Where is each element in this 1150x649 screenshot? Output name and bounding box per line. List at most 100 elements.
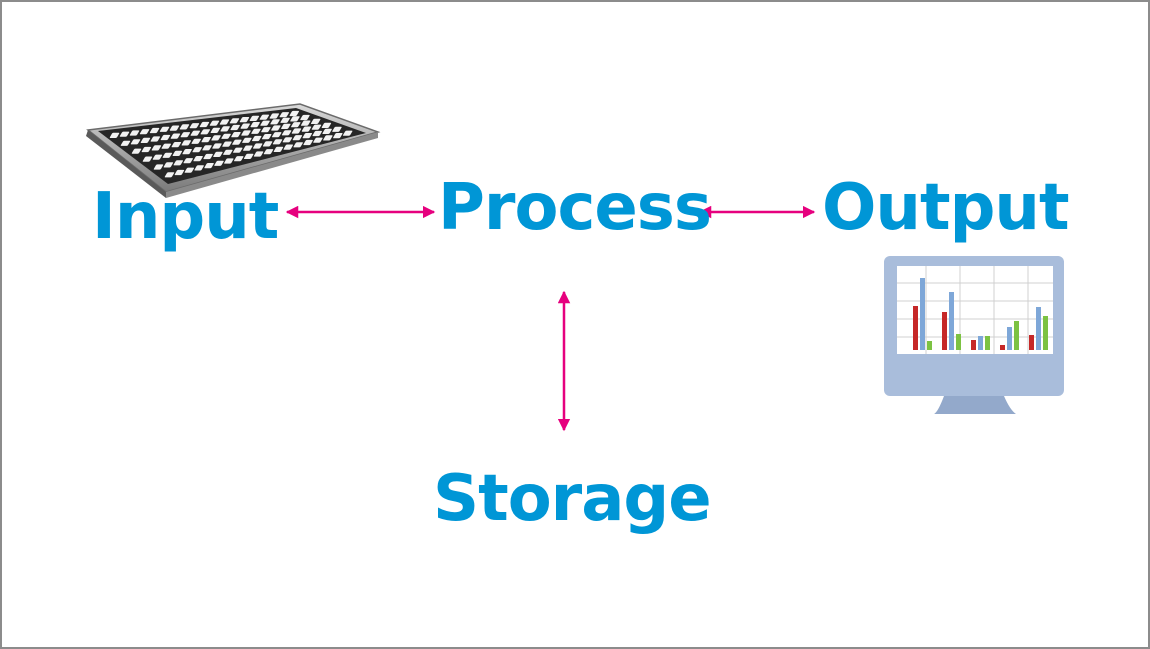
- keyboard-key: [303, 139, 313, 146]
- keyboard-key: [151, 145, 162, 151]
- keyboard-key: [281, 130, 292, 136]
- keyboard-key: [263, 149, 274, 155]
- keyboard-key: [231, 132, 241, 138]
- keyboard-key: [180, 132, 191, 138]
- keyboard-key: [322, 128, 332, 135]
- keyboard-key: [239, 117, 250, 123]
- keyboard-key: [219, 119, 230, 125]
- keyboard-key: [199, 121, 210, 128]
- keyboard-key: [282, 137, 293, 143]
- keyboard-key: [212, 143, 222, 149]
- keyboard-key: [119, 131, 130, 137]
- keyboard-key: [301, 126, 312, 132]
- keyboard-key: [233, 147, 243, 153]
- keyboard-key: [131, 148, 142, 154]
- keyboard-key: [164, 172, 175, 178]
- keyboard-key: [159, 126, 170, 132]
- keyboard-key: [241, 130, 251, 136]
- keyboard-key: [279, 112, 289, 118]
- keyboard-key: [193, 156, 203, 162]
- keyboard-key: [290, 116, 300, 122]
- keyboard-key: [163, 162, 174, 168]
- keyboard-key: [142, 156, 153, 162]
- keyboard-key: [204, 163, 214, 169]
- keyboard-key: [323, 135, 333, 141]
- keyboard-key: [273, 146, 284, 153]
- keyboard-key: [242, 137, 252, 143]
- keyboard-key: [300, 114, 310, 121]
- keyboard-key: [311, 124, 322, 130]
- keyboard-key: [230, 124, 240, 131]
- keyboard-key: [291, 122, 301, 128]
- keyboard-key: [209, 120, 220, 126]
- keyboard-key: [270, 119, 280, 125]
- keyboard-key: [249, 115, 260, 122]
- keyboard-key: [223, 149, 233, 155]
- keyboard-key: [129, 130, 140, 136]
- keyboard-key: [161, 143, 171, 149]
- keyboard-key: [200, 129, 210, 135]
- node-process-label: Process: [438, 171, 712, 245]
- keyboard-key: [191, 138, 201, 144]
- keyboard-key: [269, 113, 280, 119]
- keyboard-key: [283, 144, 293, 150]
- keyboard-key: [261, 127, 271, 133]
- keyboard-key: [201, 137, 211, 143]
- keyboard-key: [109, 132, 120, 139]
- keyboard-key: [321, 122, 332, 129]
- keyboard-key: [234, 156, 244, 162]
- node-output-label: Output: [822, 171, 1070, 245]
- keyboard-key: [160, 134, 171, 141]
- keyboard-key: [252, 135, 262, 142]
- keyboard-key: [221, 133, 231, 139]
- keyboard-key: [293, 142, 303, 148]
- keyboard-key: [153, 164, 164, 170]
- keyboard-key: [232, 139, 242, 145]
- keyboard-key: [251, 128, 261, 134]
- keyboard-key: [214, 160, 224, 166]
- keyboard-key: [130, 139, 141, 145]
- keyboard-key: [162, 152, 173, 158]
- node-input-label: Input: [92, 180, 279, 254]
- keyboard-key: [301, 120, 311, 126]
- keyboard-key: [240, 123, 250, 129]
- keyboard-key: [213, 151, 223, 158]
- keyboard-key: [210, 127, 220, 134]
- keyboard-key: [244, 153, 254, 160]
- keyboard-key: [149, 127, 160, 134]
- keyboard-key: [313, 137, 323, 143]
- keyboard-key: [140, 137, 151, 144]
- keyboard-key: [259, 114, 270, 120]
- node-storage-label: Storage: [433, 462, 712, 536]
- keyboard-key: [292, 135, 303, 141]
- keyboard-key: [262, 134, 272, 140]
- keyboard-key: [272, 132, 282, 138]
- keyboard-key: [260, 120, 270, 126]
- keyboard-key: [171, 142, 181, 148]
- keyboard-key: [190, 130, 200, 136]
- keyboard-key: [202, 145, 212, 151]
- keyboard-key: [181, 140, 191, 146]
- keyboard-key: [184, 167, 195, 173]
- keyboard-key: [289, 110, 299, 117]
- keyboard-key: [169, 125, 180, 131]
- keyboard-key: [139, 129, 150, 135]
- keyboard-key: [174, 169, 185, 176]
- keyboard-key: [332, 126, 342, 132]
- keyboard-key: [192, 147, 202, 153]
- keyboard-key: [272, 139, 283, 145]
- keyboard-key: [203, 153, 213, 160]
- keyboard-key: [172, 150, 183, 157]
- keyboard-key: [253, 143, 263, 149]
- keyboard-key: [189, 123, 200, 129]
- keyboard-key: [280, 117, 290, 123]
- keyboard-key: [302, 133, 312, 139]
- keyboard-key: [224, 158, 234, 164]
- keyboard-key: [173, 160, 183, 166]
- keyboard-key: [211, 135, 221, 141]
- keyboard-key: [262, 141, 273, 147]
- keyboard-key: [220, 126, 230, 132]
- keyboard-key: [311, 118, 321, 125]
- keyboard-key: [291, 128, 302, 134]
- keyboard-key: [271, 125, 281, 131]
